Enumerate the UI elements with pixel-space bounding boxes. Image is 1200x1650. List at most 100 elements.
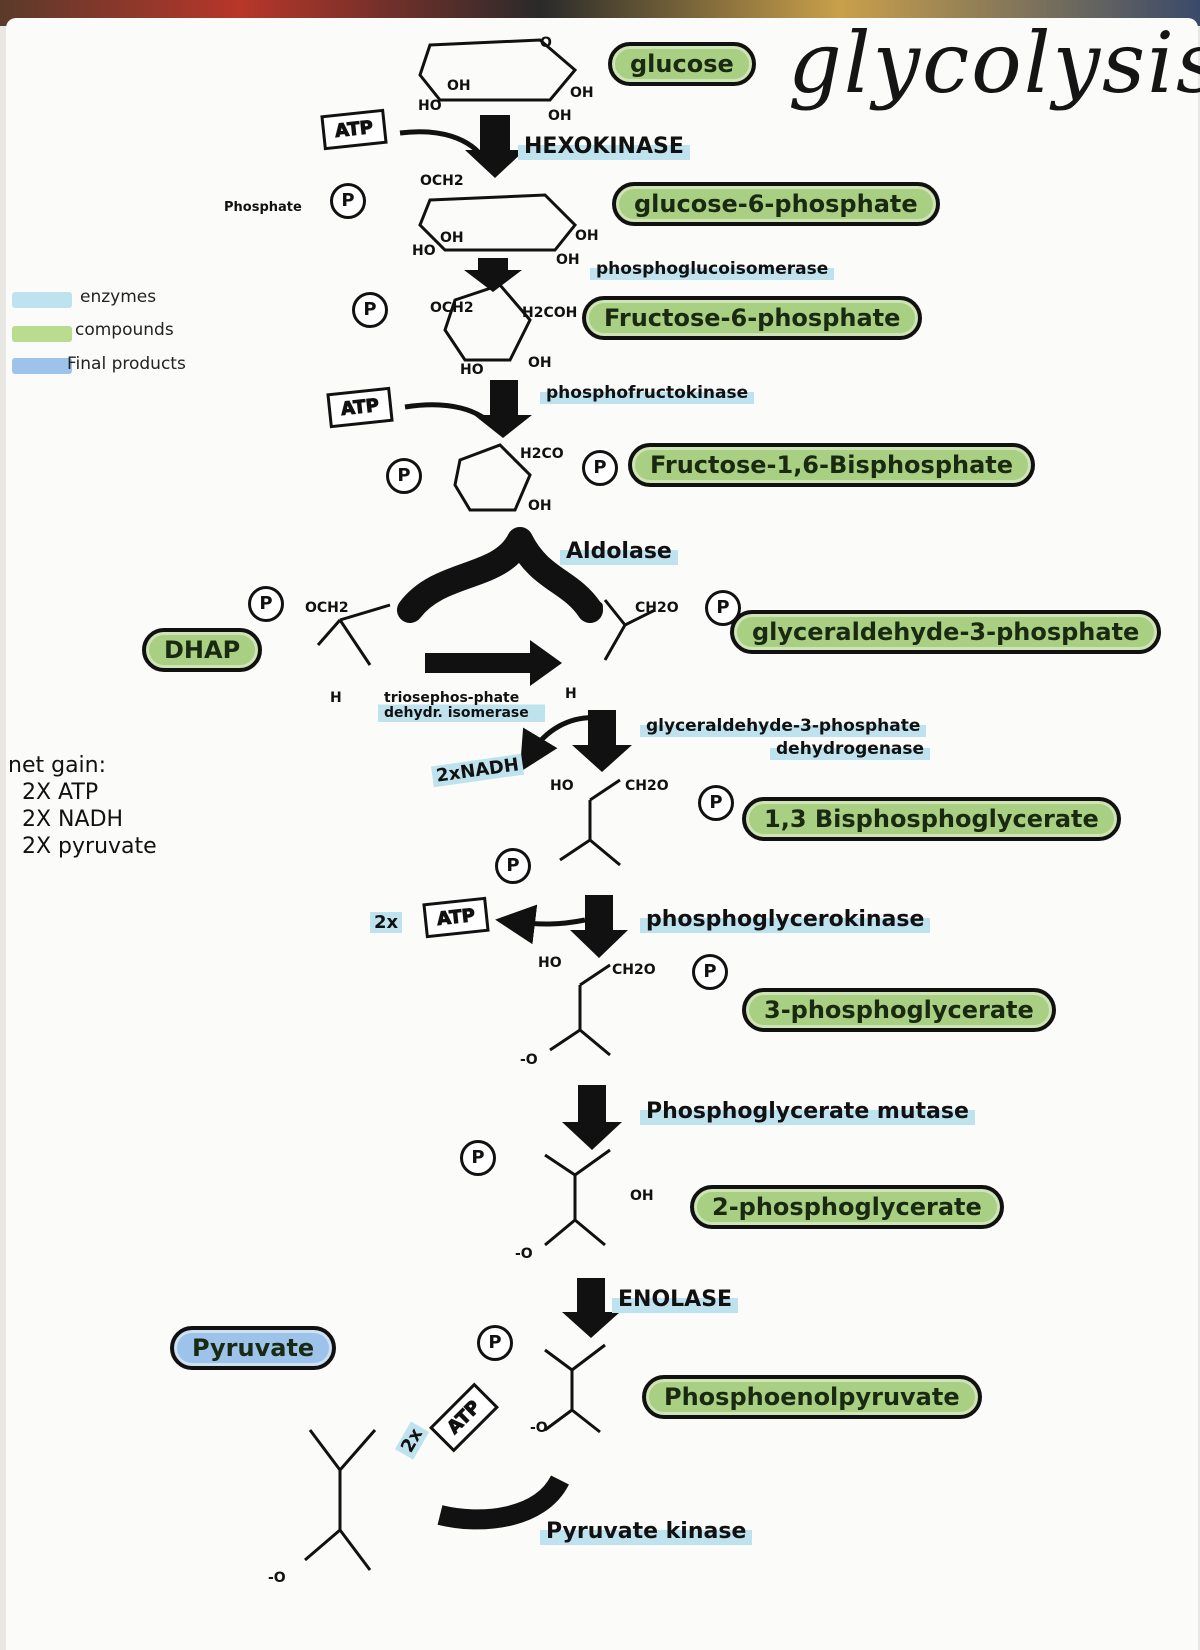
glucose-structure [418,38,578,102]
enzyme-gapdh-line-2: dehydrogenase [770,738,931,760]
coefficient-2x-pgk: 2x [370,912,403,933]
bpg13-structure [559,778,621,867]
enzyme-phosphoglucoisomerase: phosphoglucoisomerase [590,258,835,280]
atom-label: HO [580,600,604,616]
phosphate-circle-pep: P [477,1325,513,1361]
atp-label: ATP [436,905,477,931]
atom-label: H [565,686,577,702]
dhap-structure [316,603,391,666]
arrow-pgk [570,895,628,958]
g6p-structure [418,193,578,252]
arrow-pfk [474,380,532,438]
phosphate-arrow-label: Phosphate [224,200,302,215]
compound-1-3-bisphosphoglycerate: 1,3 Bisphosphoglycerate [742,797,1121,841]
phosphate-circle-f16bp-right: P [582,450,618,486]
atom-label: HO [538,955,562,971]
pyruvate-structure [304,1429,377,1571]
atom-label: OH [440,230,464,246]
legend-swatch-final-products [12,358,72,374]
atp-out-pk [437,1474,569,1530]
atom-label: O [540,35,552,51]
atom-label: OH [556,252,580,268]
enzyme-pyruvate-kinase: Pyruvate kinase [540,1518,753,1545]
atom-label: OH [528,355,552,371]
enzyme-enolase: ENOLASE [612,1286,739,1313]
atom-label: CH2O [625,778,669,794]
atom-label: CH2O [635,600,679,616]
atp-label: ATP [334,117,375,143]
pg3-structure [549,963,611,1057]
f16bp-structure [453,443,532,512]
net-gain-block: net gain: 2X ATP 2X NADH 2X pyruvate [8,752,157,860]
atom-label: OCH2 [305,600,349,616]
aldolase-split-arrow [397,527,603,623]
atom-label: OH [630,1188,654,1204]
atp-out-pgk [495,904,586,945]
compound-glyceraldehyde-3-phosphate: glyceraldehyde-3-phosphate [730,610,1162,654]
phosphate-circle-f6p: P [352,292,388,328]
atp-label: ATP [340,395,381,421]
phosphate-circle-f16bp-left: P [386,458,422,494]
net-gain-item-pyruvate: 2X pyruvate [22,834,157,859]
enzyme-gapdh-line-1: glyceraldehyde-3-phosphate [640,715,927,737]
atom-label: HO [412,243,436,259]
phosphate-circle-pg2: P [460,1140,496,1176]
atom-label: OCH2 [420,173,464,189]
page-title: glycolysis [788,14,1200,112]
atom-label: HO [460,362,484,378]
arrow-enolase [562,1278,620,1338]
atom-label: OCH2 [430,300,474,316]
enzyme-aldolase: Aldolase [560,538,678,565]
atom-label: -O [268,1570,286,1586]
phosphate-circle-bpg13-right: P [698,785,734,821]
legend-swatch-compounds [12,326,72,342]
atom-label: H2COH [522,305,578,321]
legend-label-final-products: Final products [67,354,186,374]
compound-phosphoenolpyruvate: Phosphoenolpyruvate [642,1375,982,1419]
arrow-pgi [464,258,522,292]
atom-label: OH [548,108,572,124]
phosphate-circle-pg3: P [692,954,728,990]
pg2-structure [544,1148,611,1247]
atom-label: OH [447,78,471,94]
nadh-out [519,715,601,773]
atom-label: OH [528,498,552,514]
phosphate-circle-g6p: P [330,183,366,219]
phosphate-circle-bpg13-left: P [495,848,531,884]
phosphate-circle-dhap: P [248,586,284,622]
compound-glucose: glucose [608,42,756,86]
enzyme-phosphoglycerate-mutase: Phosphoglycerate mutase [640,1098,975,1125]
compound-glucose-6-phosphate: glucose-6-phosphate [612,182,940,226]
arrow-hexokinase [465,115,525,178]
arrow-gapdh [572,710,632,772]
net-gain-item-nadh: 2X NADH [22,807,124,832]
net-gain-heading: net gain: [8,753,107,778]
legend-label-enzymes: enzymes [80,287,157,307]
compound-3-phosphoglycerate: 3-phosphoglycerate [742,988,1056,1032]
atp-burst-hexokinase: ATP [320,108,388,151]
phosphate-circle-g3p: P [705,590,741,626]
atp-in-hexokinase [399,129,488,162]
compound-fructose-6-phosphate: Fructose-6-phosphate [582,296,923,340]
compound-fructose-1-6-bisphosphate: Fructose-1,6-Bisphosphate [628,443,1036,487]
compound-dhap: DHAP [142,628,263,672]
arrow-tpi [425,640,562,686]
enzyme-hexokinase: HEXOKINASE [518,133,690,160]
compound-2-phosphoglycerate: 2-phosphoglycerate [690,1185,1004,1229]
atom-label: CH2O [612,962,656,978]
atp-burst-pgk: ATP [422,896,490,939]
compound-pyruvate: Pyruvate [170,1326,337,1370]
atom-label: OH [575,228,599,244]
f6p-structure [443,283,532,362]
atom-label: OH [570,85,594,101]
g3p-structure [603,599,656,661]
pep-structure [544,1343,606,1434]
atom-label: HO [418,98,442,114]
enzyme-triosephosphate-isomerase: triosephos-phate dehydr. isomerase [378,690,545,722]
atp-in-pfk [404,402,497,430]
atp-burst-pfk: ATP [326,386,394,429]
atom-label: -O [520,1052,538,1068]
enzyme-phosphoglycerokinase: phosphoglycerokinase [640,906,931,933]
arrow-pgm [562,1085,622,1150]
